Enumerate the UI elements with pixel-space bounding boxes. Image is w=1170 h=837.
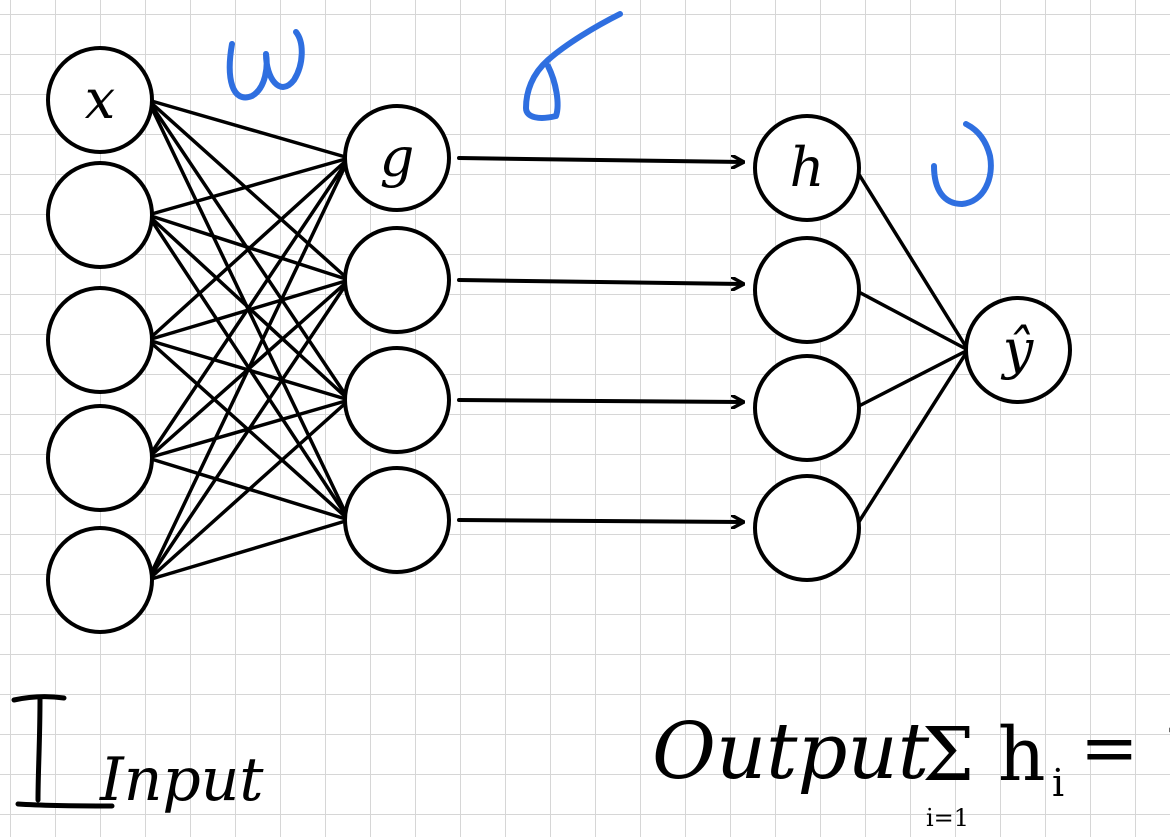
hidden-post-node	[753, 114, 861, 222]
input-caption: Input	[11, 694, 264, 815]
weight-edge	[146, 98, 351, 282]
weight-edge	[146, 518, 351, 582]
hidden-post-node-label: h	[790, 136, 825, 199]
input-node	[46, 526, 154, 634]
weight-edge	[146, 398, 351, 582]
hidden-post-node	[753, 236, 861, 344]
input-label-text: Input	[99, 745, 264, 815]
weight-sigma-annotation	[523, 11, 623, 121]
output-edge	[853, 348, 970, 410]
input-node	[46, 161, 154, 269]
output-label-text: Output	[652, 707, 930, 797]
weight-v-annotation	[931, 121, 994, 207]
output-edge	[853, 348, 970, 530]
weight-edge	[146, 98, 351, 160]
activation-arrow	[457, 280, 743, 284]
output-edge	[853, 288, 970, 352]
input-node-label: x	[85, 68, 115, 131]
weight-edge	[146, 156, 351, 582]
output-caption: Output Σ h i i=1 = 1	[652, 707, 1170, 832]
input-to-hidden-edges	[146, 98, 351, 582]
hidden-pre-node-label: g	[380, 126, 415, 189]
output-node-label: ŷ	[1001, 318, 1035, 381]
activation-arrow	[457, 158, 743, 162]
hidden-pre-node	[343, 466, 451, 574]
weight-w-annotation	[226, 29, 305, 101]
sum-lower-bound-text: i=1	[926, 804, 969, 832]
input-node	[46, 286, 154, 394]
weight-edge	[146, 156, 351, 217]
activation-arrow	[457, 520, 743, 522]
sum-constraint-text: Σ h	[922, 712, 1046, 798]
weight-edge	[146, 278, 351, 582]
hidden-to-output-edges	[853, 166, 970, 530]
weight-edge	[146, 156, 351, 460]
activation-arrow	[457, 400, 743, 402]
hidden-pre-node	[343, 346, 451, 454]
network-nodes: x g h ŷ	[46, 46, 1072, 634]
hidden-pre-node	[343, 104, 451, 212]
sum-index-text: i	[1052, 761, 1064, 805]
input-node	[46, 404, 154, 512]
hidden-post-node	[753, 474, 861, 582]
hidden-post-node	[753, 354, 861, 462]
output-edge	[853, 166, 970, 352]
input-node	[46, 46, 154, 154]
output-node	[964, 296, 1072, 404]
weight-edge	[146, 156, 351, 342]
activation-arrows	[457, 158, 743, 522]
hidden-pre-node	[343, 226, 451, 334]
sum-equals-one-text: = 1	[1080, 707, 1170, 789]
